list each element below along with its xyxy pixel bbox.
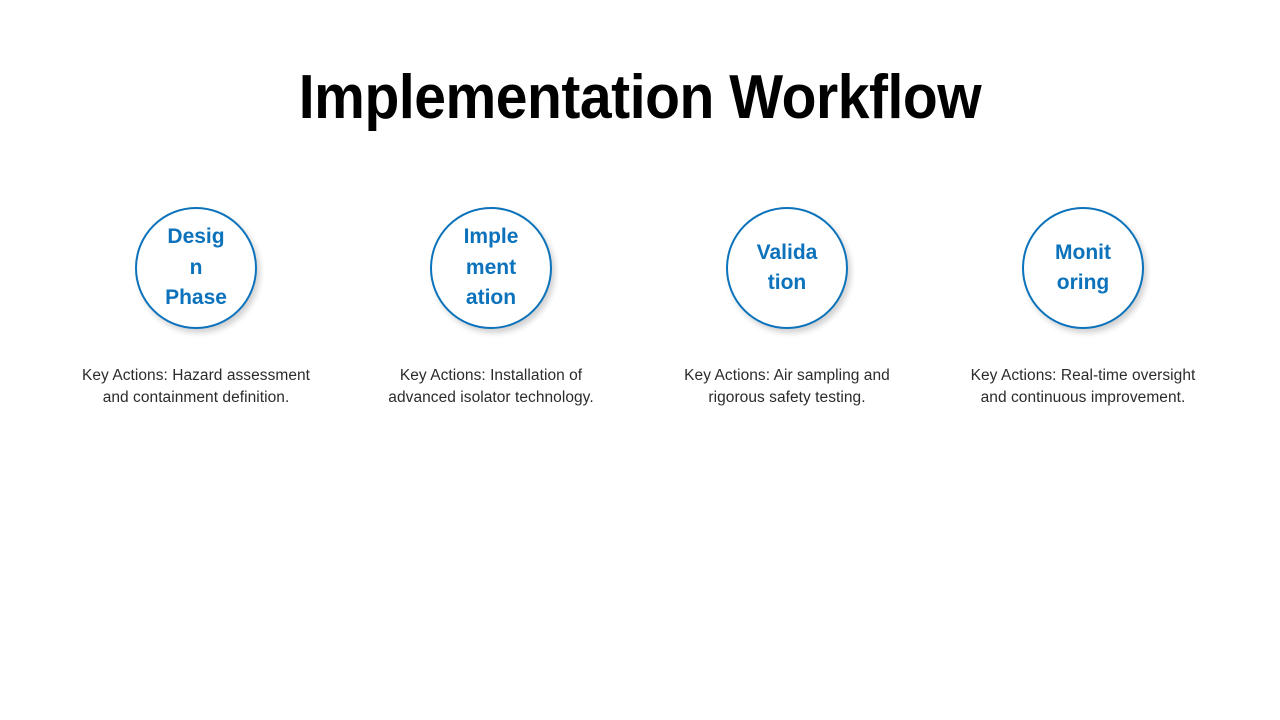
step-label-2: Imple ment ation [460,222,522,313]
step-node-1[interactable]: Desig n Phase [81,207,311,333]
step-node-2[interactable]: Imple ment ation [376,207,606,333]
step-caption-2: Key Actions: Installation of advanced is… [388,367,594,406]
step-label-line-1: Monit [1055,240,1111,264]
step-label-line-2: n [189,255,203,279]
step-label-line-2: tion [767,271,807,294]
step-label-4: Monit oring [1052,238,1114,299]
step-label-1: Desig n Phase [165,222,227,313]
workflow-step-1[interactable]: Desig n Phase Key Actions: Hazard assess… [81,207,311,406]
step-circle-2[interactable]: Imple ment ation [430,207,552,329]
step-label-line-1: Imple [463,225,519,249]
step-circle-3[interactable]: Valida tion [726,207,848,329]
step-caption-4: Key Actions: Real-time oversight and con… [970,367,1196,406]
step-label-line-2: ment [465,255,517,279]
workflow-step-2[interactable]: Imple ment ation Key Actions: Installati… [376,207,606,406]
step-label-line-3: Phase [165,286,227,310]
step-node-4[interactable]: Monit oring [968,207,1198,333]
step-label-line-1: Valida [756,240,818,264]
step-label-line-2: oring [1056,271,1110,294]
workflow-step-4[interactable]: Monit oring Key Actions: Real-time overs… [968,207,1198,406]
step-circle-4[interactable]: Monit oring [1022,207,1144,329]
step-label-3: Valida tion [756,238,818,299]
workflow-step-3[interactable]: Valida tion Key Actions: Air sampling an… [672,207,902,406]
step-caption-1: Key Actions: Hazard assessment and conta… [81,367,311,406]
step-circle-1[interactable]: Desig n Phase [135,207,257,329]
step-node-3[interactable]: Valida tion [672,207,902,333]
step-label-line-1: Desig [167,225,225,249]
step-caption-3: Key Actions: Air sampling and rigorous s… [684,367,890,406]
page-title: Implementation Workflow [298,63,982,132]
step-label-line-3: ation [465,286,517,310]
